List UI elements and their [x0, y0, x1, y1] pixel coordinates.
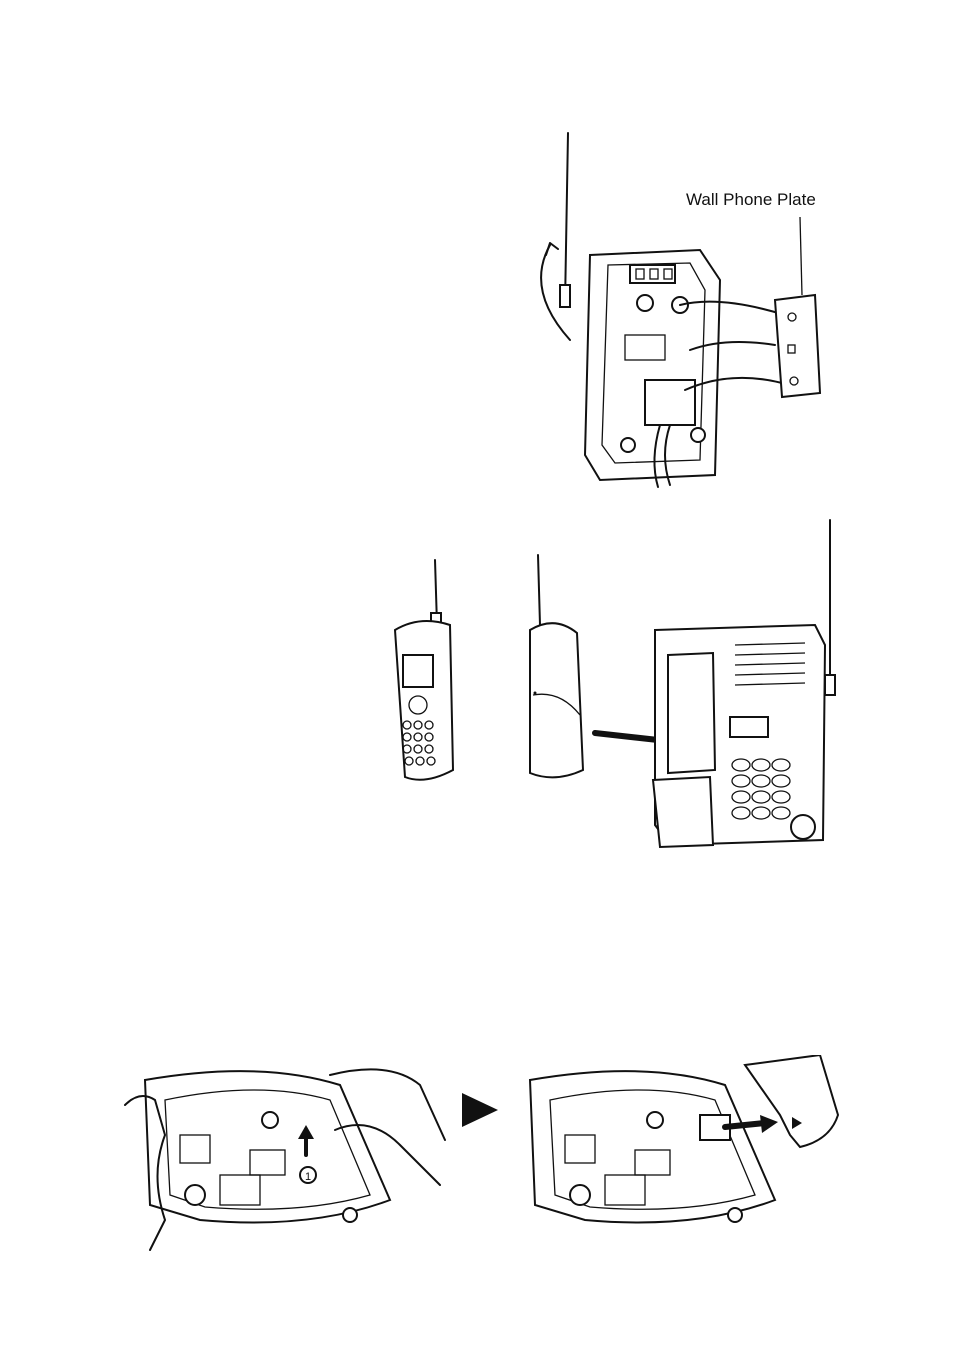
next-step-arrow-icon	[462, 1093, 498, 1127]
handset-side	[530, 555, 583, 777]
step-marker: 1	[305, 1171, 311, 1183]
base-unit-front	[653, 520, 835, 847]
base-bottom-left: 1	[125, 1069, 445, 1250]
handset-base-illustration	[385, 515, 850, 855]
figure-handset-base	[385, 515, 850, 855]
figure-wall-mount	[520, 125, 860, 490]
remove-adaptor-illustration: 1	[110, 1055, 860, 1260]
figure-remove-adaptor: 1	[110, 1055, 860, 1260]
antenna-icon	[541, 133, 570, 340]
wall-phone-plate	[775, 217, 820, 397]
wall-mount-illustration	[520, 125, 860, 490]
handset-front	[395, 560, 453, 780]
base-bottom-right	[530, 1055, 838, 1223]
wall-mount-adaptor	[745, 1055, 838, 1147]
wall-phone-plate-callout: Wall Phone Plate	[686, 190, 816, 210]
